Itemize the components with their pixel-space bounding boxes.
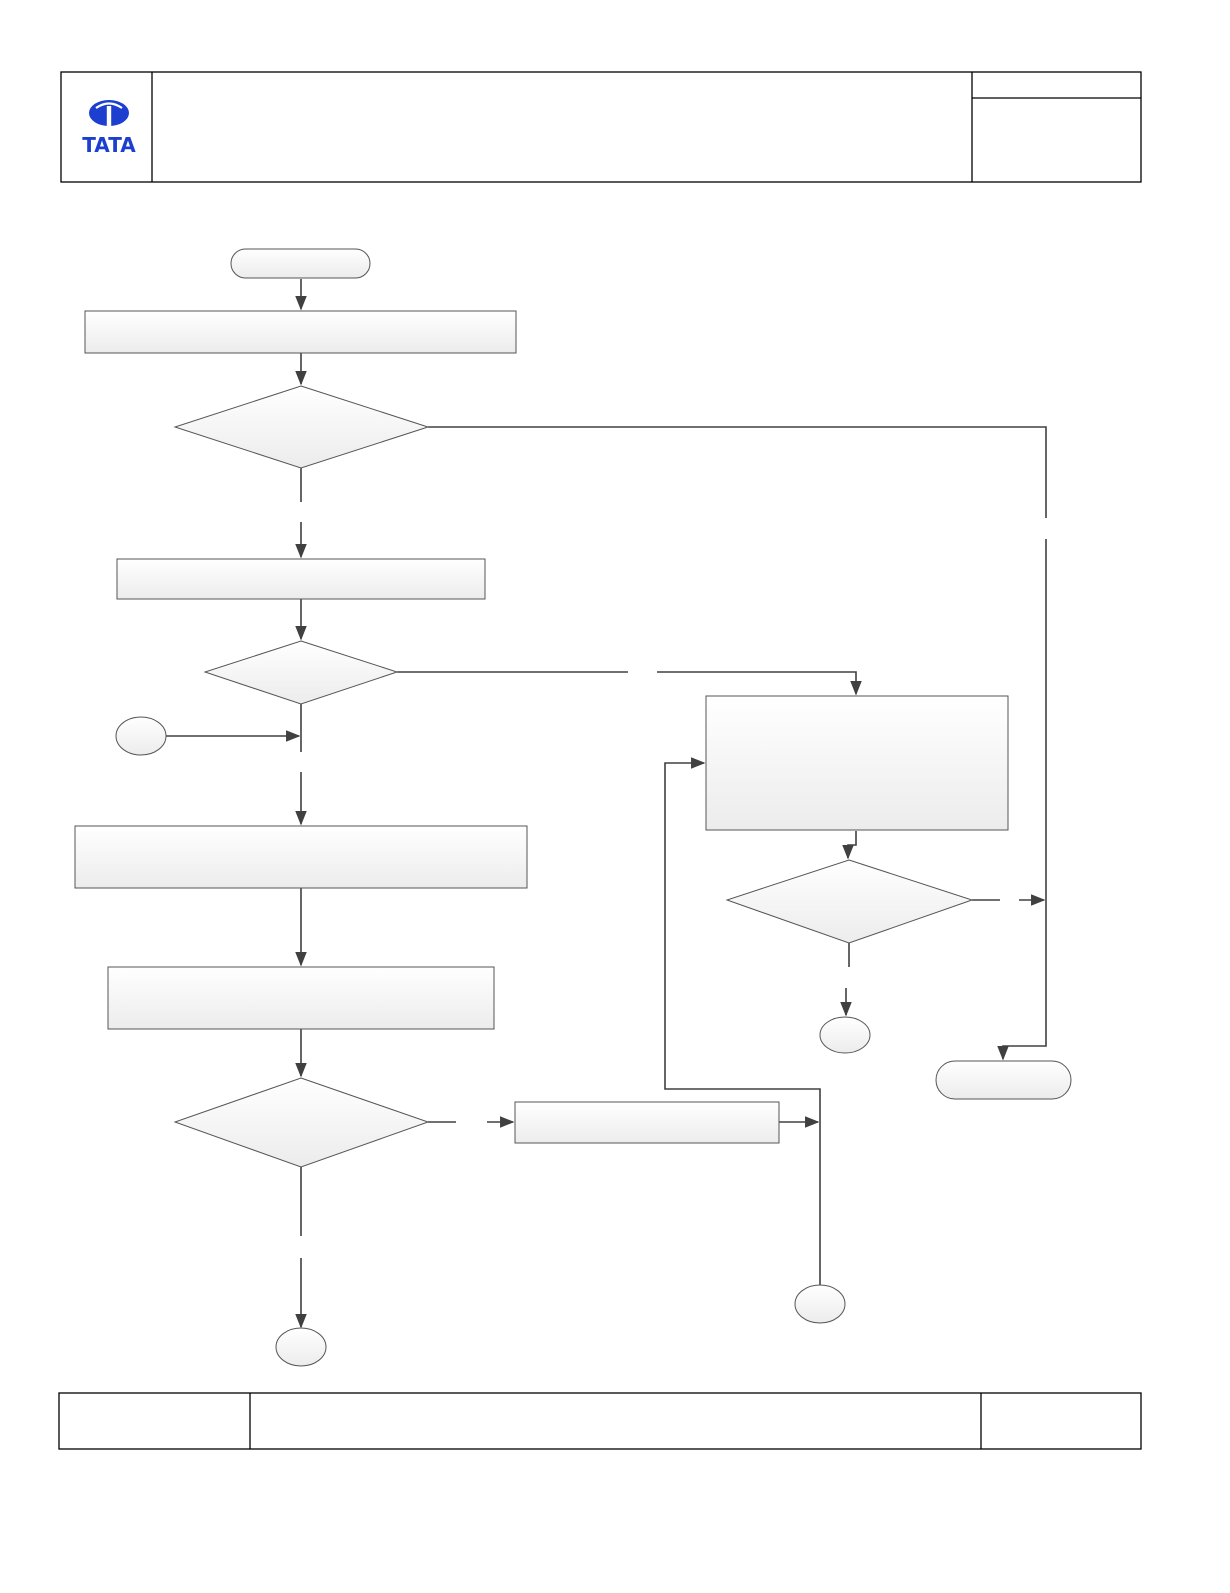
header-frame xyxy=(60,71,1142,183)
logo-text: TATA xyxy=(82,133,136,157)
process-1 xyxy=(84,310,517,354)
process-6 xyxy=(705,695,1009,831)
connector-bottom-right xyxy=(794,1284,846,1324)
flow-lines xyxy=(166,279,1047,1329)
arrow-decision-2-to-process-6 xyxy=(657,671,862,696)
connector-bottom-left xyxy=(275,1327,327,1367)
connector-in-left xyxy=(115,716,167,756)
footer-frame xyxy=(58,1392,1142,1450)
connector-right xyxy=(819,1016,871,1054)
decision-1 xyxy=(173,385,430,469)
line-decision-1-right xyxy=(428,426,1047,518)
decision-3 xyxy=(173,1077,430,1168)
footer-block xyxy=(58,1392,1142,1450)
process-2 xyxy=(116,558,486,600)
start-terminal xyxy=(230,248,371,279)
decision-4 xyxy=(725,859,974,944)
arrow-loop-to-process-6 xyxy=(664,757,821,1285)
end-terminal xyxy=(935,1060,1072,1100)
flowchart xyxy=(74,248,1072,1367)
process-5 xyxy=(514,1101,780,1144)
arrow-process-6-to-decision-4 xyxy=(842,831,857,860)
arrow-to-end-terminal xyxy=(997,539,1047,1061)
decision-2 xyxy=(203,640,399,705)
process-3 xyxy=(74,825,528,889)
header-block: TATA xyxy=(60,71,1142,183)
process-4 xyxy=(107,966,495,1030)
tata-logo-icon: TATA xyxy=(82,100,136,157)
